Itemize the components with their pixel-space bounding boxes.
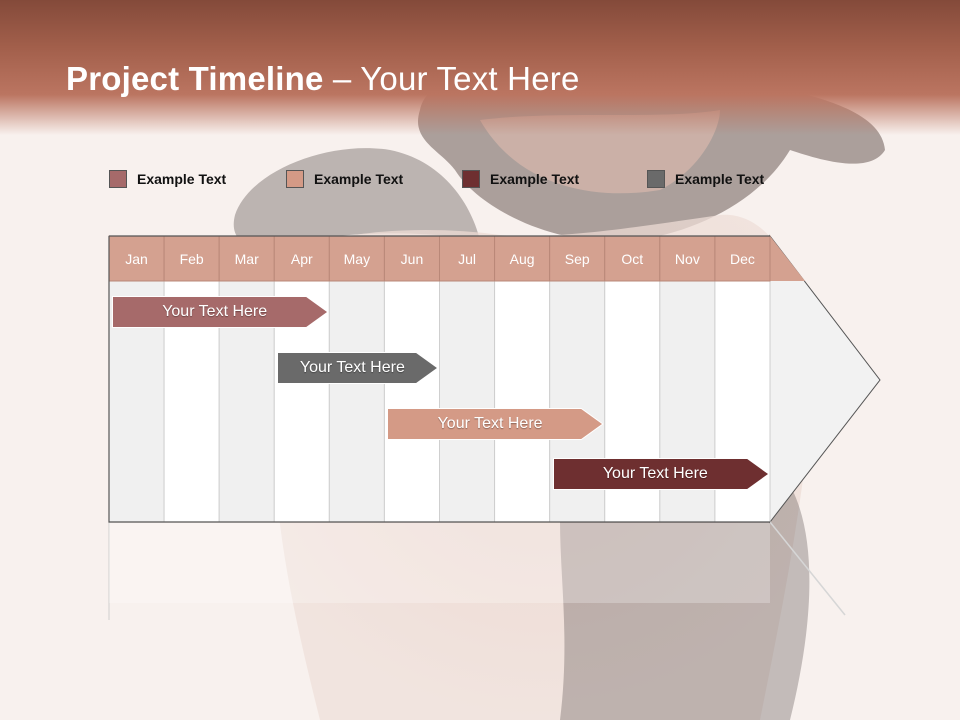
task-arrow[interactable]: Your Text Here [277, 352, 439, 384]
legend-item: Example Text [462, 170, 579, 188]
task-arrow[interactable]: Your Text Here [112, 296, 329, 328]
month-header-cell [273, 235, 330, 282]
month-label: Apr [291, 251, 313, 267]
legend-item: Example Text [109, 170, 226, 188]
month-header-cell [659, 235, 716, 282]
month-label: Jul [458, 251, 476, 267]
month-header-cell [218, 235, 275, 282]
task-arrow-shape [552, 458, 769, 490]
month-column [383, 280, 440, 523]
legend-swatch [286, 170, 304, 188]
month-label: Mar [235, 251, 259, 267]
month-header-cell [714, 235, 771, 282]
slide-title: Project Timeline – Your Text Here [66, 60, 580, 98]
month-label: Feb [180, 251, 204, 267]
task-arrow-shape [387, 408, 604, 440]
legend-item: Example Text [286, 170, 403, 188]
month-column [439, 280, 496, 523]
task-label: Your Text Here [299, 359, 405, 376]
task-arrow[interactable]: Your Text Here [387, 408, 604, 440]
task-label: Your Text Here [602, 465, 708, 482]
legend-label: Example Text [314, 171, 404, 187]
month-label: Sep [565, 251, 590, 267]
task-arrow-shape [277, 352, 439, 384]
legend-swatch [647, 170, 665, 188]
title-rest: – Your Text Here [323, 60, 580, 97]
month-header-cell [549, 235, 606, 282]
month-label: Dec [730, 251, 755, 267]
month-column [328, 280, 385, 523]
title-bold: Project Timeline [66, 60, 324, 97]
month-header-cell [328, 235, 385, 282]
month-header-cell [604, 235, 661, 282]
month-label: Nov [675, 251, 700, 267]
task-label: Your Text Here [162, 303, 268, 320]
month-label: Jun [401, 251, 424, 267]
month-header-cell [494, 235, 551, 282]
legend-swatch [462, 170, 480, 188]
header-band [0, 0, 960, 135]
task-arrow-shape [112, 296, 329, 328]
month-label: May [344, 251, 370, 267]
task-label: Your Text Here [437, 415, 543, 432]
month-label: Aug [510, 251, 535, 267]
task-arrow[interactable]: Your Text Here [552, 458, 769, 490]
legend-label: Example Text [675, 171, 765, 187]
legend: Example Text Example Text Example Text E… [0, 170, 960, 194]
month-label: Jan [125, 251, 148, 267]
legend-swatch [109, 170, 127, 188]
legend-label: Example Text [490, 171, 580, 187]
month-header-cell [383, 235, 440, 282]
legend-label: Example Text [137, 171, 227, 187]
legend-item: Example Text [647, 170, 764, 188]
month-header-cell [163, 235, 220, 282]
month-label: Oct [621, 251, 643, 267]
month-column [494, 280, 551, 523]
